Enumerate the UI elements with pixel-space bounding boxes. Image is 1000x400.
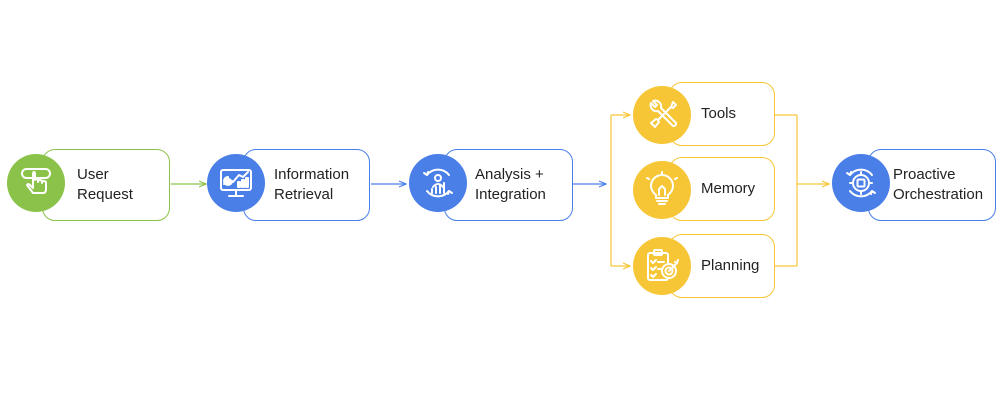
card-planning: Planning bbox=[669, 234, 775, 298]
branch-connector bbox=[610, 115, 630, 266]
label-planning: Planning bbox=[701, 257, 760, 274]
gear-chip-icon bbox=[832, 154, 890, 212]
label-tools: Tools bbox=[701, 105, 737, 122]
label-analysis-integration-line2: Integration bbox=[475, 186, 546, 203]
label-memory: Memory bbox=[701, 180, 756, 197]
hand-pointer-icon bbox=[7, 154, 65, 212]
label-user-request-line1: User bbox=[77, 166, 109, 183]
card-user-request: User Request bbox=[42, 149, 170, 221]
analytics-monitor-icon bbox=[207, 154, 265, 212]
data-analysis-icon bbox=[409, 154, 467, 212]
label-proactive-orchestration-line1: Proactive bbox=[893, 166, 956, 183]
card-proactive-orchestration: Proactive Orchestration bbox=[868, 149, 996, 221]
wrench-screwdriver-icon bbox=[633, 86, 691, 144]
label-information-retrieval-line1: Information bbox=[274, 166, 350, 183]
merge-connector bbox=[775, 114, 829, 267]
lightbulb-icon bbox=[633, 161, 691, 219]
label-analysis-integration-line1: Analysis + bbox=[475, 166, 544, 183]
label-proactive-orchestration-line2: Orchestration bbox=[893, 186, 984, 203]
label-information-retrieval-line2: Retrieval bbox=[274, 186, 334, 203]
label-user-request-line2: Request bbox=[77, 186, 133, 203]
checklist-target-icon bbox=[633, 237, 691, 295]
